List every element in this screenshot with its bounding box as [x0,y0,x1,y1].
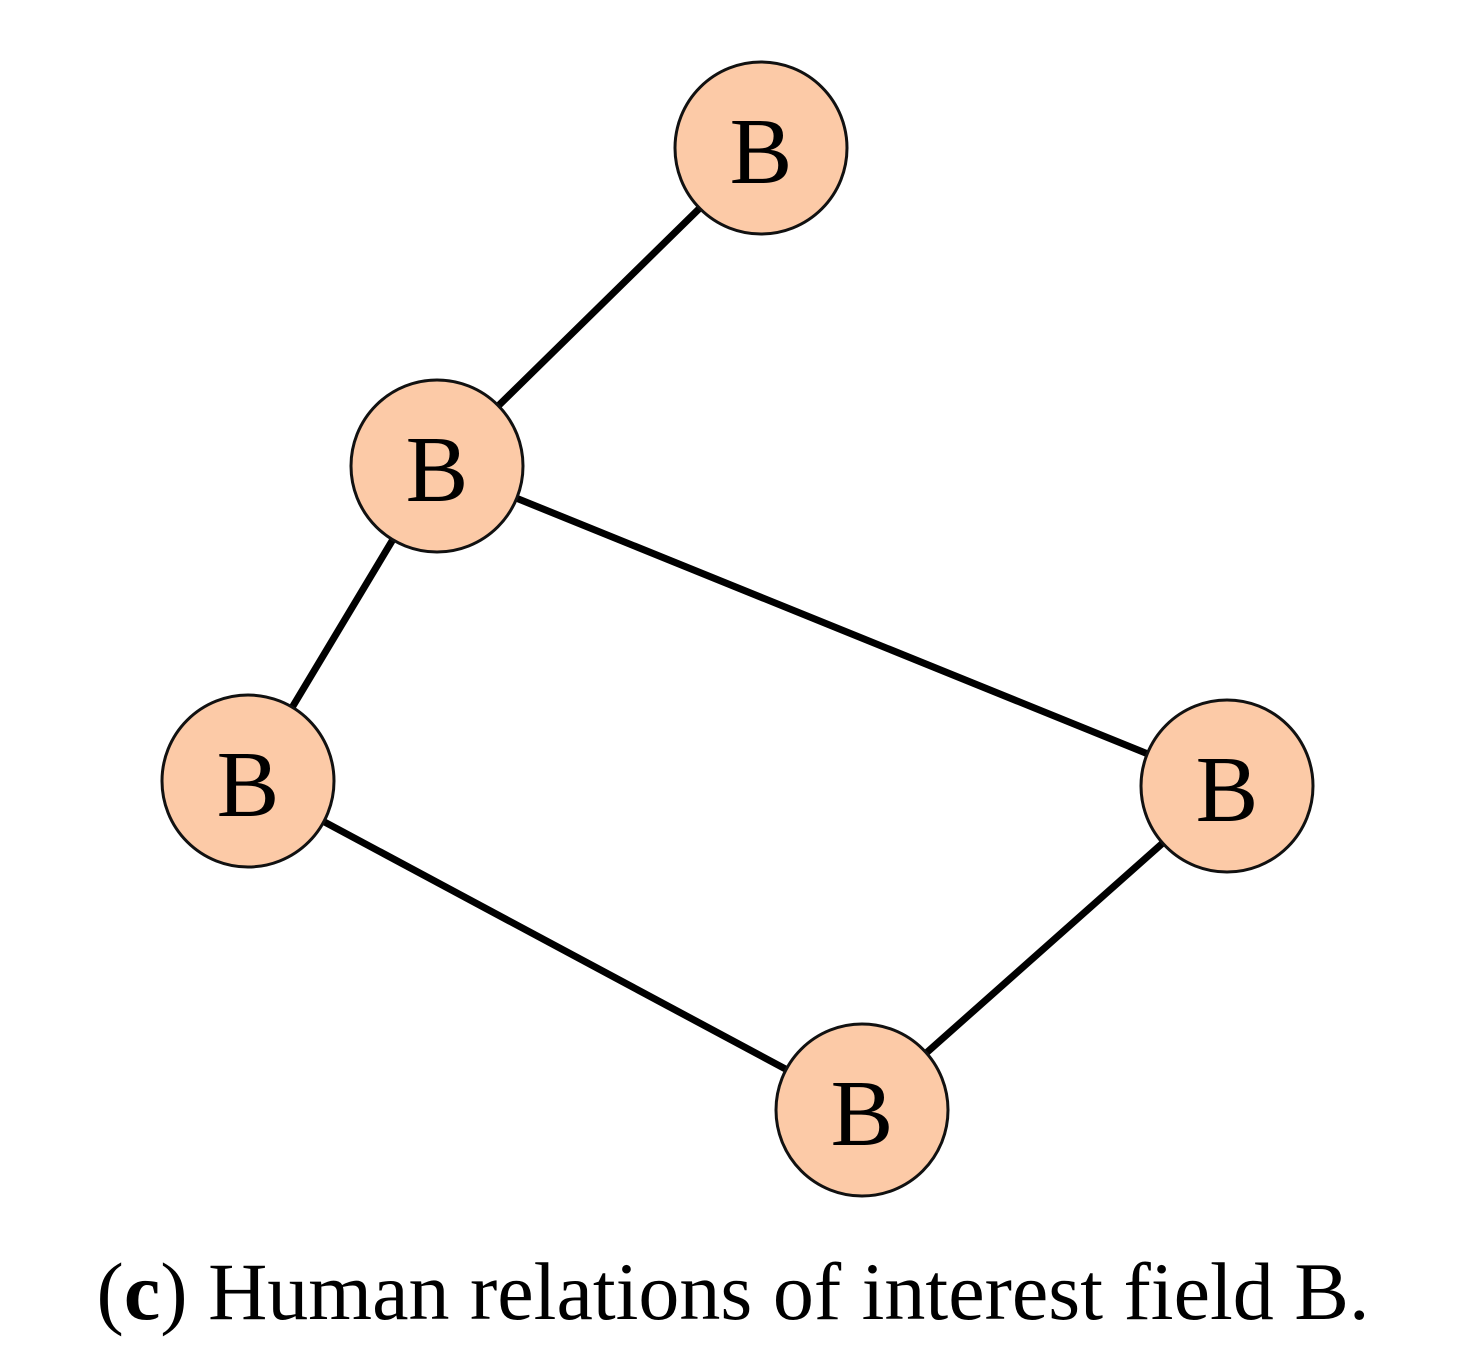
node-label: B [217,733,280,837]
node-n2: B [349,378,525,554]
node-label: B [1196,738,1259,842]
node-label: B [730,100,793,204]
node-n4: B [1139,698,1315,874]
edges-layer [244,145,1230,1114]
figure-caption: (c) Human relations of interest field B. [0,1242,1466,1342]
nodes-layer: B B B B B [160,60,1315,1198]
node-circle [349,378,525,554]
caption-text: ) Human relations of interest field B. [160,1246,1370,1337]
relations-graph: B B B B B [160,60,1315,1198]
caption-letter: c [123,1246,161,1337]
node-n3: B [160,693,336,869]
node-label: B [831,1062,894,1166]
node-circle [160,693,336,869]
node-n5: B [774,1022,950,1198]
node-circle [1139,698,1315,874]
node-circle [673,60,849,236]
edge-n2-n4 [435,462,1229,790]
edge-n3-n5 [246,777,864,1114]
node-n1: B [673,60,849,236]
node-circle [774,1022,950,1198]
caption-open-paren: ( [96,1246,124,1337]
node-label: B [406,418,469,522]
